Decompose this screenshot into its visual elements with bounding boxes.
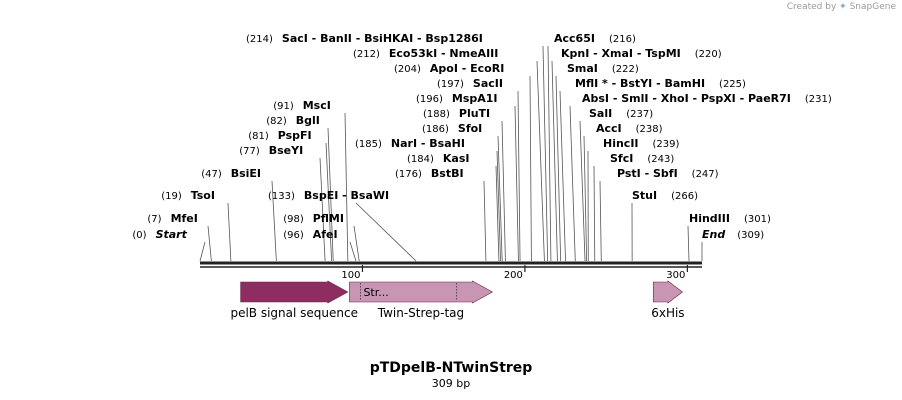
site-label-acc65i: Acc65I(216) [554,32,636,45]
site-connector-mfli-bstyi-bamhi [559,90,566,262]
site-connector-nari-bsahi [496,150,501,262]
site-label-afei: (96)AfeI [283,228,337,241]
ruler-label-200: 200 [504,270,523,281]
site-connector-absi-smli-xhoi-pspxi-paer7i [569,105,576,262]
site-connector-kasi [495,165,500,262]
site-connector-start [199,241,206,262]
site-label-hindiii: HindIII(301) [689,212,771,225]
site-label-mfli-bstyi-bamhi: MflI * - BstYI - BamHI(225) [575,77,746,90]
plasmid-length: 309 bp [431,377,471,390]
site-connector-saci-banii-bsihkai-bsp1286i [542,45,549,262]
site-connector-pflmi [353,225,360,262]
site-label-end: End(309) [702,228,764,241]
site-connector-sfci [593,165,596,262]
site-label-smai: SmaI(222) [567,62,639,75]
snapgene-credit: Created by ✦ SnapGene [787,2,896,12]
site-label-pflmi: (98)PflMI [283,212,344,225]
feature-arrow-6xhis [652,280,684,304]
site-label-kpni-xmai-tspmi: KpnI - XmaI - TspMI(220) [561,47,722,60]
site-connector-pspfi [325,142,332,262]
site-label-pspfi: (81)PspFI [248,129,311,142]
site-connector-bgli [327,127,334,262]
site-connector-bstbi [483,180,487,262]
plasmid-name: pTDpelB-NTwinStrep [369,360,533,376]
site-connector-bseyi [319,157,326,262]
site-label-bstbi: (176)BstBI [395,167,464,180]
site-label-start: (0)Start [132,228,187,241]
feature-inner-label-twin-strep-tag: Str... [363,286,388,299]
site-label-bsiei: (47)BsiEI [201,167,261,180]
feature-label-6xhis: 6xHis [651,306,684,320]
site-label-sfci: SfcI(243) [610,152,674,165]
site-label-sacii: (197)SacII [437,77,503,90]
credit-prefix: Created by [786,2,837,12]
site-label-mfei: (7)MfeI [147,212,197,225]
site-label-acci: AccI(238) [596,122,663,135]
site-label-bspei-bsawi: (133)BspEI - BsaWI [268,189,389,202]
site-connector-sfoi [497,135,503,262]
site-connector-msci [344,112,349,262]
site-label-eco53ki-nmeaiii: (212)Eco53kI - NmeAIII [353,47,498,60]
site-label-nari-bsahi: (185)NarI - BsaHI [355,137,465,150]
site-label-kasi: (184)KasI [407,152,469,165]
site-connector-apoi-ecori [529,75,532,262]
site-connector-bsiei [271,180,277,262]
feature-label-pelb-signal-sequence: pelB signal sequence [230,306,358,320]
site-connector-eco53ki-nmeaiii [536,60,545,262]
site-connector-hindiii [687,225,690,262]
site-label-hincii: HincII(239) [603,137,680,150]
site-label-tsoi: (19)TsoI [161,189,215,202]
site-label-apoi-ecori: (204)ApoI - EcoRI [394,62,504,75]
site-connector-pluti [501,120,506,262]
site-label-bseyi: (77)BseYI [239,144,303,157]
site-label-mspa1i: (196)MspA1I [416,92,498,105]
site-connector-acci [583,135,588,262]
ruler-label-100: 100 [341,270,360,281]
site-label-saci-banii-bsihkai-bsp1286i: (214)SacI - BanII - BsiHKAI - Bsp1286I [246,32,483,45]
site-connector-afei [349,241,357,262]
site-label-msci: (91)MscI [273,99,331,112]
site-label-pluti: (188)PluTI [423,107,490,120]
site-connector-sali [579,120,586,262]
feature-arrow-pelb-signal-sequence [240,280,349,304]
site-connector-sacii [517,90,521,262]
site-connector-smai [555,75,562,262]
site-connector-mspa1i [514,105,519,262]
site-label-bgli: (82)BglI [266,114,320,127]
site-connector-psti-sbfi [599,180,602,262]
site-label-sali: SalI(237) [589,107,653,120]
site-label-stui: StuI(266) [632,189,698,202]
site-connector-mfei [207,225,212,262]
credit-brand: SnapGene [849,2,896,12]
site-label-absi-smli-xhoi-pspxi-paer7i: AbsI - SmlI - XhoI - PspXI - PaeR7I(231) [582,92,832,105]
site-connector-kpni-xmai-tspmi [551,60,558,262]
site-connector-acc65i [547,45,552,262]
snapgene-logo-icon: ✦ [839,2,847,12]
site-label-psti-sbfi: PstI - SbfI(247) [617,167,719,180]
feature-label-twin-strep-tag: Twin-Strep-tag [377,306,464,320]
ruler-label-300: 300 [666,270,685,281]
site-connector-bspei-bsawi [355,202,417,262]
site-label-sfoi: (186)SfoI [422,122,482,135]
site-connector-tsoi [227,202,232,262]
